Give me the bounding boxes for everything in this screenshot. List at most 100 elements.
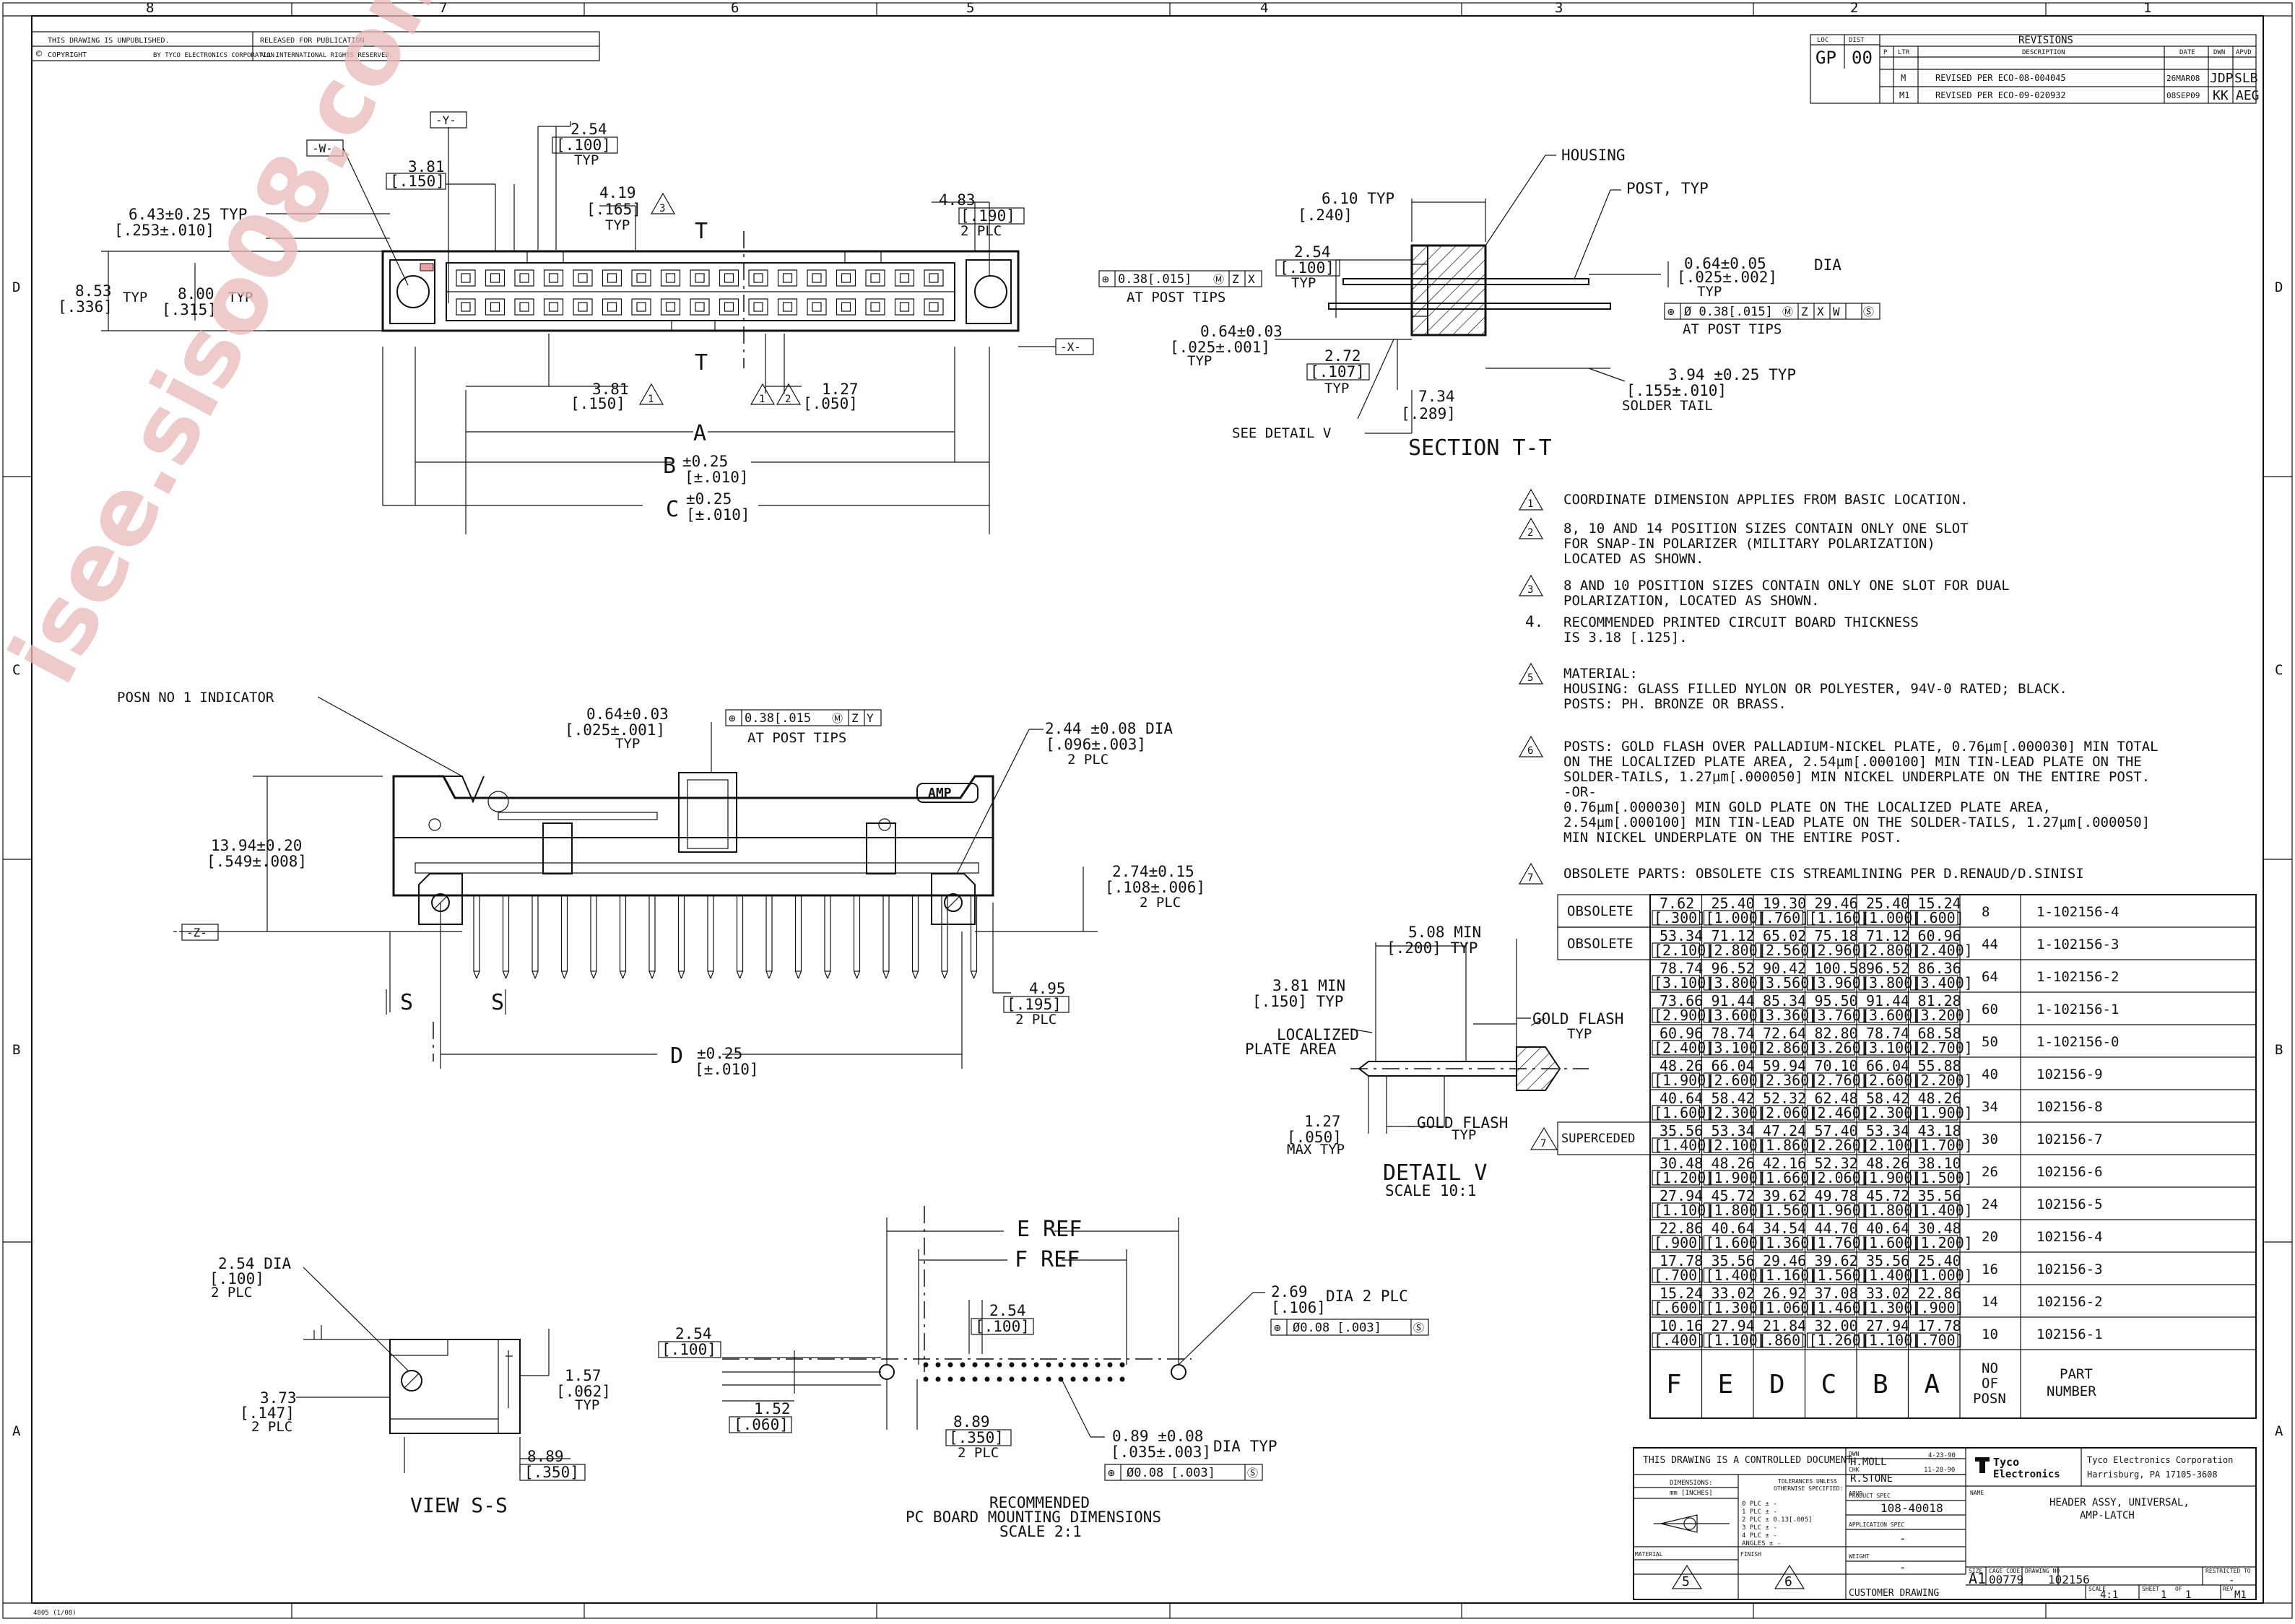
pin-cell — [660, 269, 681, 287]
svg-text:71.12: 71.12 — [1866, 927, 1909, 945]
svg-text:19.30: 19.30 — [1763, 895, 1806, 912]
svg-text:OBSOLETE: OBSOLETE — [1567, 936, 1634, 952]
svg-text:53.34: 53.34 — [1712, 1122, 1755, 1139]
svg-text:[1.200]: [1.200] — [1654, 1169, 1714, 1186]
fcf-pcb-2: ⊕ Ø0.08 [.003] Ⓢ — [1104, 1464, 1263, 1481]
dim-064-front: 0.64±0.03 — [586, 705, 669, 723]
housing-label: HOUSING — [1561, 147, 1626, 164]
svg-text:0.76µm[.000030] MIN GOLD PLATE: 0.76µm[.000030] MIN GOLD PLATE ON THE LO… — [1563, 799, 2051, 815]
rights-note: ALL INTERNATIONAL RIGHTS RESERVED. — [260, 52, 393, 59]
svg-text:[2.700]: [2.700] — [1912, 1039, 1973, 1056]
svg-text:2 PLC: 2 PLC — [1015, 1012, 1057, 1028]
svg-text:2 PLC: 2 PLC — [211, 1285, 252, 1300]
svg-text:96.52: 96.52 — [1712, 960, 1755, 977]
svg-text:[.150] TYP: [.150] TYP — [1252, 993, 1343, 1010]
svg-text:[3.100]: [3.100] — [1860, 1039, 1921, 1056]
dim-157: 1.57 — [565, 1367, 602, 1384]
company-name: Tyco Electronics Corporation — [2087, 1455, 2233, 1465]
svg-text:65.02: 65.02 — [1763, 927, 1806, 945]
svg-text:33.02: 33.02 — [1866, 1285, 1909, 1302]
pcb-hole — [1095, 1362, 1101, 1368]
pin-cell — [573, 269, 593, 287]
svg-text:TYP: TYP — [1291, 275, 1316, 291]
svg-text:2 PLC: 2 PLC — [960, 223, 1002, 239]
dim-381-b: 3.81 — [592, 381, 629, 398]
svg-text:2 PLC: 2 PLC — [958, 1445, 999, 1461]
svg-text:ON THE LOCALIZED PLATE AREA, 2: ON THE LOCALIZED PLATE AREA, 2.54µm[.000… — [1563, 754, 2142, 770]
svg-text:TYP: TYP — [575, 1397, 599, 1413]
svg-text:0.38[.015: 0.38[.015 — [745, 711, 811, 726]
svg-text:[2.260]: [2.260] — [1809, 1137, 1870, 1154]
section-tt-title: SECTION T-T — [1408, 435, 1552, 461]
svg-text:OTHERWISE SPECIFIED:: OTHERWISE SPECIFIED: — [1774, 1485, 1843, 1492]
post-pin — [707, 895, 714, 972]
svg-text:PLATE AREA: PLATE AREA — [1245, 1041, 1337, 1058]
dim-254-dia: 2.54 DIA — [218, 1255, 292, 1272]
note-flag-3 — [650, 192, 676, 214]
dim-127: 1.27 — [822, 381, 859, 398]
svg-text:[.190]: [.190] — [960, 207, 1015, 225]
pcb-hole — [1107, 1362, 1113, 1368]
at-post-tips-label: AT POST TIPS — [1127, 290, 1225, 305]
pin-cell — [543, 298, 564, 316]
post-pin — [765, 895, 773, 972]
svg-text:[.106]: [.106] — [1271, 1299, 1326, 1316]
svg-text:[2.960]: [2.960] — [1809, 942, 1870, 959]
pcb-hole — [1095, 1376, 1101, 1382]
svg-text:60.96: 60.96 — [1918, 927, 1961, 945]
table-row: 27.94[1.100]45.72[1.800]39.62[1.560]49.7… — [1652, 1187, 2103, 1219]
pcb-hole — [923, 1376, 929, 1382]
svg-text:Z: Z — [851, 711, 859, 725]
svg-text:[1.000]: [1.000] — [1860, 909, 1921, 926]
pin-cell — [894, 269, 915, 287]
dim-064-b: 0.64±0.03 — [1200, 323, 1283, 340]
svg-text:[.155±.010]: [.155±.010] — [1626, 382, 1727, 399]
svg-text:AMP-LATCH: AMP-LATCH — [2080, 1510, 2135, 1521]
col-label-1: 1 — [2143, 0, 2151, 16]
svg-text:TYP: TYP — [228, 290, 253, 305]
svg-text:Ⓢ: Ⓢ — [1413, 1321, 1424, 1334]
pin-cell — [748, 298, 768, 316]
svg-text:102156-2: 102156-2 — [2036, 1294, 2103, 1310]
dim-a: A — [693, 421, 706, 446]
svg-text:35.56: 35.56 — [1712, 1252, 1755, 1269]
svg-text:85.34: 85.34 — [1763, 992, 1806, 1009]
svg-text:22.86: 22.86 — [1660, 1220, 1703, 1237]
svg-text:[2.800]: [2.800] — [1860, 942, 1921, 959]
rev-col-p: P — [1883, 49, 1888, 56]
svg-text:[1.160]: [1.160] — [1757, 1267, 1818, 1284]
scale: 4:1 — [2100, 1589, 2118, 1601]
dim-394: 3.94 ±0.25 TYP — [1668, 366, 1796, 383]
dim-508: 5.08 MIN — [1408, 924, 1481, 941]
mounting-hole-right — [974, 275, 1007, 308]
publication-block: THIS DRAWING IS UNPUBLISHED. RELEASED FO… — [31, 31, 600, 61]
svg-text:Y: Y — [867, 711, 874, 725]
svg-text:44.70: 44.70 — [1815, 1220, 1858, 1237]
post-pin — [590, 895, 597, 972]
pcb-hole — [1046, 1362, 1051, 1368]
svg-text:[1.100]: [1.100] — [1654, 1202, 1714, 1219]
pcb-hole — [1009, 1362, 1015, 1368]
dim-373: 3.73 — [260, 1389, 297, 1407]
section-arrow-s-left: S — [400, 990, 413, 1015]
svg-text:[.100]: [.100] — [209, 1270, 264, 1288]
pcb-hole — [1033, 1362, 1039, 1368]
svg-text:[.050]: [.050] — [803, 395, 858, 412]
svg-text:OF: OF — [2175, 1586, 2182, 1592]
svg-text:68.58: 68.58 — [1918, 1025, 1961, 1042]
svg-text:102156-6: 102156-6 — [2036, 1164, 2103, 1180]
svg-text:40: 40 — [1982, 1067, 1998, 1082]
svg-text:1-102156-3: 1-102156-3 — [2036, 937, 2119, 952]
dim-889-ss: 8.89 — [527, 1448, 564, 1465]
pcb-hole — [1021, 1376, 1027, 1382]
svg-text:[.150]: [.150] — [571, 395, 625, 412]
svg-text:[1.700]: [1.700] — [1912, 1137, 1973, 1154]
svg-text:[1.860]: [1.860] — [1757, 1137, 1818, 1154]
svg-text:[3.800]: [3.800] — [1860, 974, 1921, 991]
svg-text:[.300]: [.300] — [1654, 909, 1706, 926]
part-number-table: 7.62[.300]25.40[1.000]19.30[.760]29.46[1… — [1530, 894, 2257, 1419]
svg-text:SLB: SLB — [2234, 71, 2258, 86]
svg-text:FINISH: FINISH — [1740, 1551, 1761, 1558]
rev-col-desc: DESCRIPTION — [2022, 49, 2065, 56]
